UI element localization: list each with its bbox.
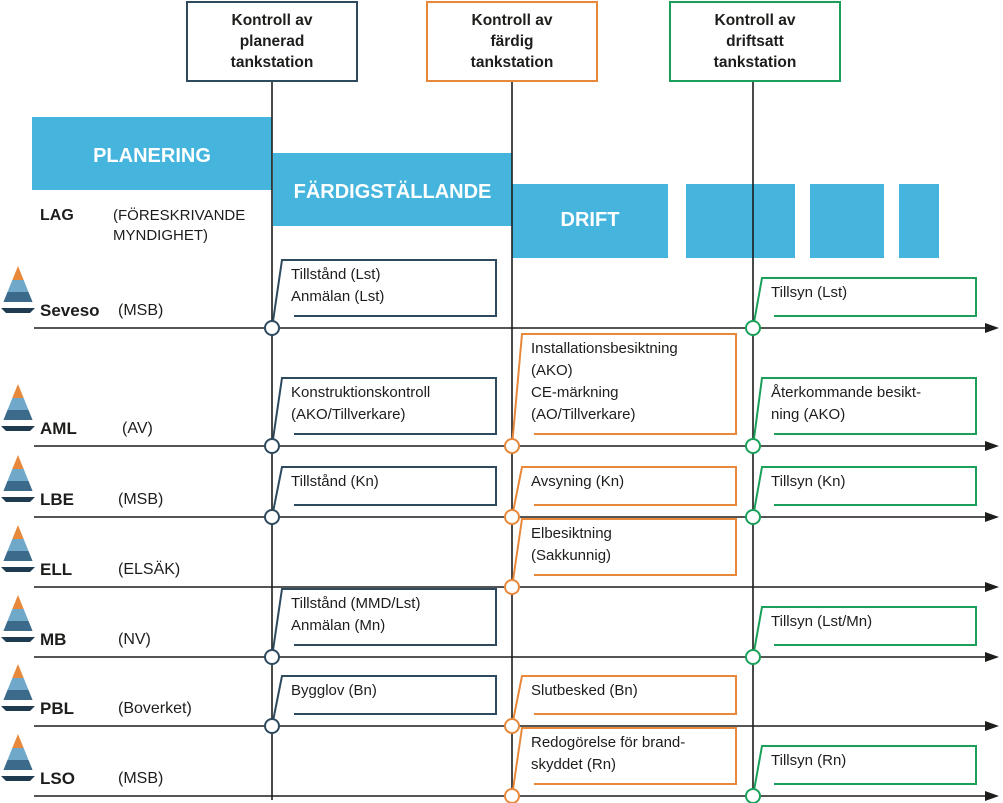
pyramid-icon (1, 595, 35, 642)
checkpoint-marker-finished (504, 438, 520, 454)
timeline-arrowhead (985, 582, 999, 592)
event-text-operation: Tillsyn (Kn) (771, 473, 846, 490)
law-name: Seveso (40, 301, 100, 320)
checkpoint-marker-planned (264, 509, 280, 525)
law-authority: (Boverket) (118, 700, 192, 717)
event-text-finished: Redogörelse för brand- skyddet (Rn) (531, 734, 686, 773)
event-callout-operation (752, 377, 977, 447)
event-text-operation: Återkommande besikt- ning (AKO) (771, 384, 922, 423)
event-callout-finished (511, 518, 737, 588)
law-authority: (MSB) (118, 491, 164, 508)
checkpoint-marker-planned (264, 438, 280, 454)
law-authority: (AV) (122, 420, 153, 437)
law-authority: (MSB) (118, 770, 164, 787)
event-text-planned: Bygglov (Bn) (291, 682, 377, 699)
event-callout-planned (271, 588, 497, 658)
event-text-planned: Tillstånd (MMD/Lst) Anmälan (Mn) (291, 595, 421, 634)
checkpoint-marker-finished (504, 788, 520, 803)
law-authority: (ELSÄK) (118, 561, 181, 578)
event-callout-operation (752, 277, 977, 329)
timeline-arrowhead (985, 323, 999, 333)
checkpoint-marker-operation (745, 509, 761, 525)
event-text-planned: Tillstånd (Lst) Anmälan (Lst) (291, 266, 385, 305)
checkpoint-planned-box: Kontroll av planerad tankstation (186, 1, 358, 82)
event-text-operation: Tillsyn (Lst/Mn) (771, 613, 873, 630)
checkpoint-marker-planned (264, 718, 280, 734)
event-callout-operation (752, 745, 977, 797)
timeline-arrowhead (985, 721, 999, 731)
timeline-arrowhead (985, 791, 999, 801)
event-callout-operation (752, 466, 977, 518)
checkpoint-marker-planned (264, 649, 280, 665)
event-callout-finished (511, 727, 737, 797)
event-text-finished: Avsyning (Kn) (531, 473, 625, 490)
phase-planning-label: PLANERING (93, 145, 211, 167)
law-authority: (NV) (118, 631, 151, 648)
event-text-finished: Elbesiktning (Sakkunnig) (531, 525, 612, 564)
phase-operation-bar (512, 184, 668, 258)
pyramid-icon (1, 266, 35, 313)
phase-operation-label: DRIFT (560, 209, 620, 231)
phase-operation-block-2 (686, 184, 795, 258)
timeline-arrowhead (985, 512, 999, 522)
law-name: PBL (40, 699, 74, 718)
event-text-finished: Slutbesked (Bn) (531, 682, 638, 699)
phase-operation-block-3 (810, 184, 884, 258)
checkpoint-marker-operation (745, 788, 761, 803)
pyramid-icon (1, 664, 35, 711)
event-callout-planned (271, 259, 497, 329)
event-callout-operation (752, 606, 977, 658)
checkpoint-marker-operation (745, 649, 761, 665)
law-column-header: LAG (40, 207, 74, 224)
checkpoint-marker-finished (504, 579, 520, 595)
phase-completion-bar (273, 153, 512, 226)
law-authority: (MSB) (118, 302, 164, 319)
phase-planning-bar (32, 117, 272, 190)
checkpoint-marker-finished (504, 509, 520, 525)
phase-completion-label: FÄRDIGSTÄLLANDE (293, 181, 492, 203)
law-name: ELL (40, 560, 73, 579)
pyramid-icon (1, 384, 35, 431)
checkpoint-finished-box: Kontroll av färdig tankstation (426, 1, 598, 82)
event-callout-planned (271, 466, 497, 518)
checkpoint-marker-operation (745, 320, 761, 336)
phase-operation-block-4 (899, 184, 939, 258)
pyramid-icon (1, 525, 35, 572)
timeline-arrowhead (985, 652, 999, 662)
timeline-arrowhead (985, 441, 999, 451)
event-text-finished: Installationsbesiktning (AKO) CE-märknin… (531, 340, 678, 423)
law-name: AML (40, 419, 77, 438)
event-text-operation: Tillsyn (Lst) (771, 284, 848, 301)
checkpoint-marker-operation (745, 438, 761, 454)
event-callout-planned (271, 377, 497, 447)
event-text-planned: Konstruktionskontroll (AKO/Tillverkare) (291, 384, 431, 423)
event-callout-finished (511, 675, 737, 727)
event-callout-finished (511, 333, 737, 447)
law-name: LSO (40, 769, 75, 788)
event-callout-finished (511, 466, 737, 518)
checkpoint-marker-finished (504, 718, 520, 734)
pyramid-icon (1, 734, 35, 781)
pyramid-icon (1, 455, 35, 502)
authority-column-header: (FÖRESKRIVANDE MYNDIGHET) (113, 207, 246, 244)
checkpoint-marker-planned (264, 320, 280, 336)
law-name: LBE (40, 490, 74, 509)
event-text-planned: Tillstånd (Kn) (291, 473, 379, 490)
checkpoint-operation-box: Kontroll av driftsatt tankstation (669, 1, 841, 82)
law-name: MB (40, 630, 67, 649)
event-callout-planned (271, 675, 497, 727)
event-text-operation: Tillsyn (Rn) (771, 752, 847, 769)
